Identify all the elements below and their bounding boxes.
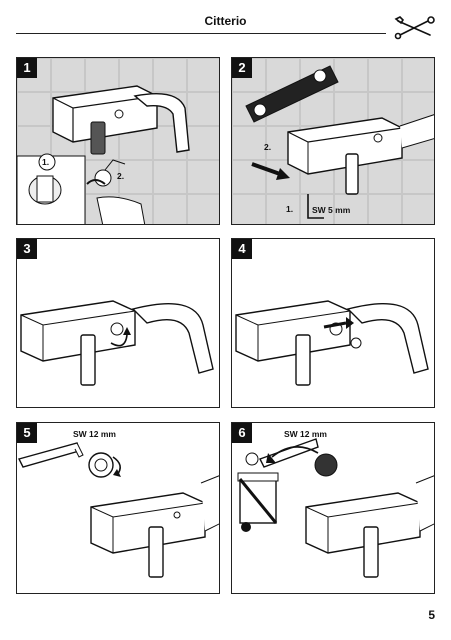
step-panel-5: 5 SW 12 mm — [16, 422, 220, 594]
tool-size-label: SW 12 mm — [73, 429, 116, 439]
step-number: 4 — [232, 239, 252, 259]
tool-size-label: SW 12 mm — [284, 429, 327, 439]
step-panel-1: 1 1. 2. — [16, 57, 220, 225]
page-number: 5 — [428, 608, 435, 622]
step-panel-6: 6 SW 12 mm — [231, 422, 435, 594]
step-label-2: 2. — [117, 171, 125, 181]
header-rule — [16, 33, 386, 34]
step-number: 1 — [17, 58, 37, 78]
step-number: 2 — [232, 58, 252, 78]
step-panel-2: 2 2. 1. SW 5 mm — [231, 57, 435, 225]
illustration-hex-key — [17, 442, 219, 578]
illustration-remove-cover — [232, 58, 434, 224]
step-number: 5 — [17, 423, 37, 443]
wrench-screwdriver-icon — [394, 16, 435, 40]
illustration-loosen-nut — [20, 300, 214, 386]
step-number: 3 — [17, 239, 37, 259]
page-title: Citterio — [204, 14, 247, 28]
step-panel-3: 3 — [16, 238, 220, 408]
tool-size-label: SW 5 mm — [312, 205, 351, 215]
step-number: 6 — [232, 423, 252, 443]
illustration-remove-nut — [235, 300, 429, 386]
recycle-bin-icon — [237, 452, 279, 532]
step-label-1: 1. — [286, 204, 294, 214]
step-panel-4: 4 — [231, 238, 435, 408]
step-label-2: 2. — [264, 142, 272, 152]
step-label-1: 1. — [42, 157, 50, 167]
illustration-remove-handle — [17, 58, 219, 224]
illustration-dispose-parts — [237, 438, 434, 578]
